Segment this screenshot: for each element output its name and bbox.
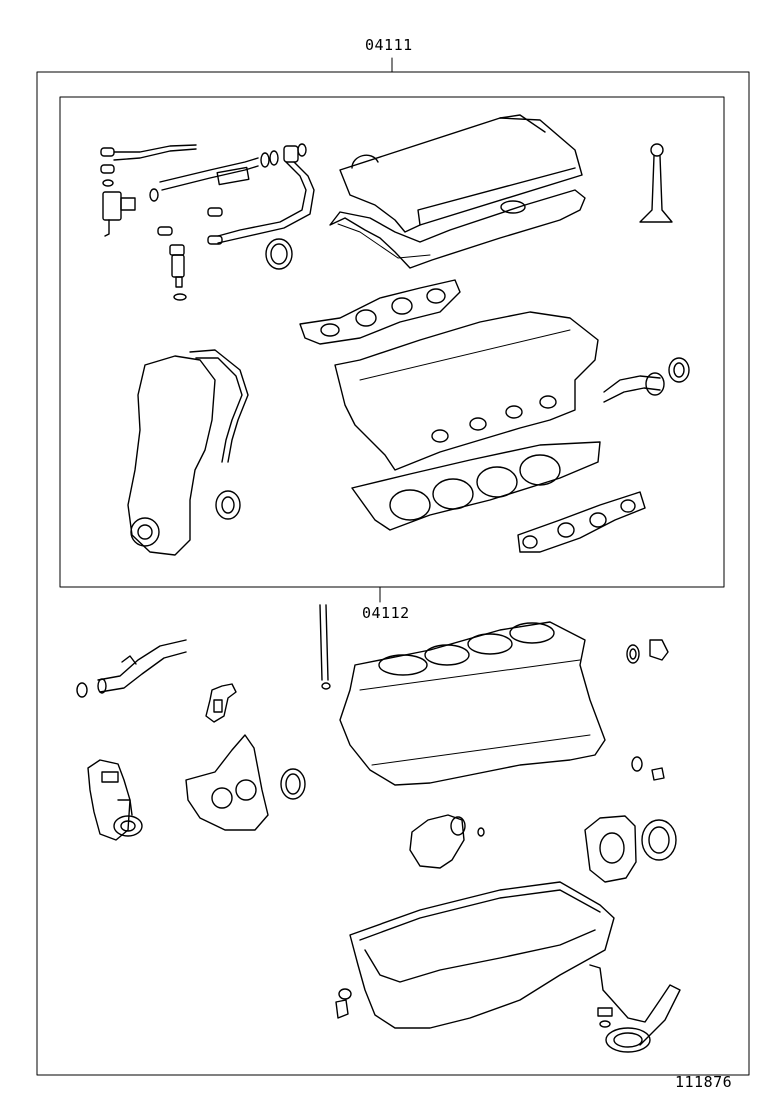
oil-seal-upper <box>265 238 293 270</box>
fuel-injector <box>157 226 187 301</box>
cylinder-head-cover <box>329 114 586 269</box>
timing-cover <box>127 349 249 556</box>
bracket <box>205 683 237 723</box>
oil-filter-bracket <box>409 814 485 869</box>
rear-oil-seal-retainer <box>584 815 677 883</box>
water-bypass-pipe <box>76 639 187 698</box>
exhaust-manifold-gasket <box>517 491 646 553</box>
illustration-number: 111876 <box>675 1073 733 1091</box>
intake-manifold-gasket <box>299 279 461 345</box>
outer-frame <box>36 71 750 1076</box>
dipstick-tube <box>319 604 331 690</box>
cylinder-head <box>334 311 599 471</box>
oil-pump-housing <box>185 734 306 831</box>
oil-seal-small <box>215 490 241 520</box>
water-pump <box>87 759 143 841</box>
kit-label-04111: 04111 <box>365 36 413 54</box>
cylinder-block <box>339 621 606 786</box>
kit-label-04112: 04112 <box>362 604 410 622</box>
oil-pan <box>349 881 615 1029</box>
inner-frame <box>59 96 725 588</box>
drain-plug <box>335 988 352 1019</box>
valve <box>639 143 673 223</box>
vacuum-hose-parts <box>100 143 315 245</box>
water-outlet-pipe <box>603 357 690 403</box>
frame-lines <box>36 57 750 1076</box>
small-seals-right <box>626 639 669 781</box>
cylinder-head-gasket <box>351 441 601 531</box>
oil-strainer <box>589 964 681 1053</box>
